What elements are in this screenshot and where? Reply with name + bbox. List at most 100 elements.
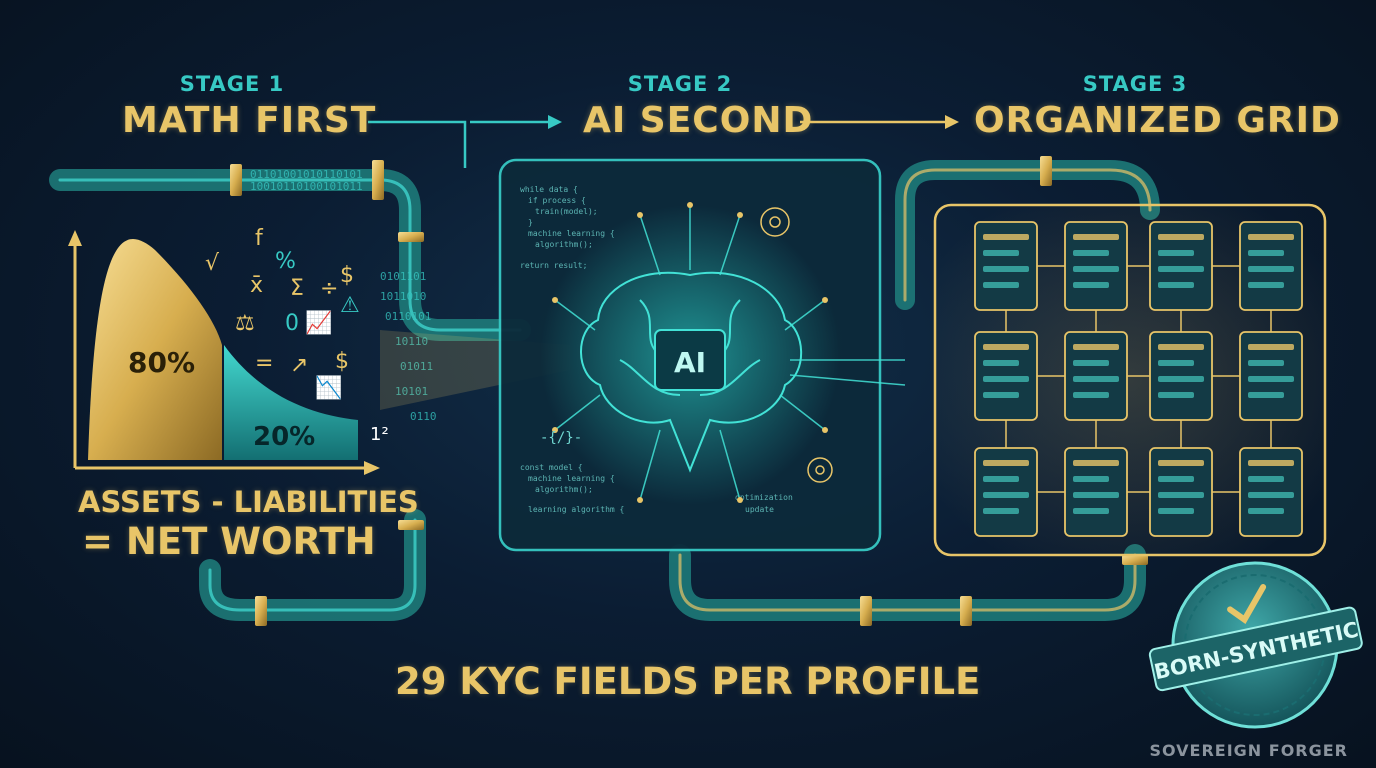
profile-field-line — [1158, 344, 1204, 350]
svg-text:10101: 10101 — [395, 385, 428, 398]
profile-field-line — [1248, 266, 1294, 272]
profile-field-line — [1073, 376, 1119, 382]
svg-text:↗: ↗ — [290, 353, 308, 378]
brand-watermark: SOVEREIGN FORGER — [1149, 741, 1348, 760]
svg-text:📈: 📈 — [305, 310, 332, 336]
svg-text:x̄: x̄ — [250, 273, 263, 298]
ai-chip-label: AI — [674, 346, 706, 379]
svg-text:0: 0 — [285, 311, 299, 336]
gear-icon — [760, 207, 833, 483]
profile-field-line — [983, 282, 1019, 288]
grid-panel — [933, 203, 1327, 557]
binary-stream: 01101001010110101 10010110100101011 0101… — [250, 168, 437, 423]
svg-text:$: $ — [340, 263, 354, 288]
equation-line-1: ASSETS - LIABILITIES — [78, 485, 419, 519]
code-bracket-icon: -{/}- — [540, 430, 582, 446]
stage-1-label: STAGE 1 — [179, 72, 285, 96]
svg-text:01011: 01011 — [400, 360, 433, 373]
profile-field-line — [983, 476, 1019, 482]
profile-field-line — [1248, 460, 1294, 466]
pipes — [49, 160, 1160, 621]
svg-text:1011010: 1011010 — [380, 290, 426, 303]
svg-text:Σ: Σ — [290, 276, 304, 301]
stage-3-title: ORGANIZED GRID — [974, 100, 1341, 141]
profile-field-line — [1158, 460, 1204, 466]
math-symbols: f % √ x̄ Σ ÷ $ ⚖ 0 📈 ⚠ = ↗ $ 📉 1² — [205, 226, 389, 445]
ai-panel: while data { if process { train(model); … — [498, 158, 906, 552]
profile-field-line — [1158, 360, 1194, 366]
svg-text:÷: ÷ — [320, 276, 338, 301]
profile-field-line — [1073, 360, 1109, 366]
svg-text:0110101: 0110101 — [385, 310, 431, 323]
profile-field-line — [1248, 250, 1284, 256]
svg-text:machine learning {: machine learning { — [528, 474, 615, 483]
profile-field-line — [1073, 344, 1119, 350]
profile-field-line — [1248, 360, 1284, 366]
profile-field-line — [1158, 266, 1204, 272]
svg-text:optimization: optimization — [735, 493, 793, 502]
svg-text:f: f — [255, 226, 264, 251]
svg-text:10110: 10110 — [395, 335, 428, 348]
svg-text:$: $ — [335, 349, 349, 374]
svg-text:10010110100101011: 10010110100101011 — [250, 180, 363, 193]
svg-text:√: √ — [205, 251, 220, 276]
profile-field-line — [983, 392, 1019, 398]
profile-field-line — [1158, 282, 1194, 288]
stage-3-label: STAGE 3 — [1082, 72, 1188, 96]
chart-left-percent: 80% — [128, 346, 196, 379]
stage-1-title: MATH FIRST — [122, 100, 377, 141]
profile-field-line — [1073, 250, 1109, 256]
profile-field-line — [983, 460, 1029, 466]
profile-field-line — [1248, 282, 1284, 288]
profile-field-line — [1073, 282, 1109, 288]
profile-field-line — [1158, 492, 1204, 498]
chart-right-percent: 20% — [253, 422, 316, 452]
profile-field-line — [983, 376, 1029, 382]
profile-field-line — [1073, 508, 1109, 514]
profile-field-line — [1073, 266, 1119, 272]
profile-field-line — [983, 492, 1029, 498]
svg-text:if process {: if process { — [528, 196, 586, 205]
svg-text:}: } — [528, 218, 533, 227]
profile-field-line — [1073, 234, 1119, 240]
profile-field-line — [1248, 234, 1294, 240]
svg-text:machine learning {: machine learning { — [528, 229, 615, 238]
svg-text:algorithm();: algorithm(); — [535, 485, 593, 494]
svg-text:%: % — [275, 249, 296, 274]
profile-field-line — [1158, 392, 1194, 398]
gold-area — [88, 239, 222, 460]
svg-text:0101101: 0101101 — [380, 270, 426, 283]
distribution-chart — [68, 230, 380, 475]
profile-field-line — [983, 508, 1019, 514]
profile-field-line — [1073, 392, 1109, 398]
profile-field-line — [1073, 460, 1119, 466]
profile-field-line — [1248, 344, 1294, 350]
svg-text:📉: 📉 — [315, 375, 342, 401]
teal-area — [224, 345, 358, 460]
profile-field-line — [1158, 250, 1194, 256]
profile-field-line — [1073, 476, 1109, 482]
profile-field-line — [1248, 392, 1284, 398]
kyc-fields-caption: 29 KYC FIELDS PER PROFILE — [395, 660, 981, 703]
profile-field-line — [1158, 508, 1194, 514]
svg-text:0110: 0110 — [410, 410, 437, 423]
profile-field-line — [1158, 234, 1204, 240]
svg-text:algorithm();: algorithm(); — [535, 240, 593, 249]
equation-line-2: = NET WORTH — [82, 520, 376, 563]
profile-field-line — [983, 360, 1019, 366]
stage-arrows — [368, 115, 959, 168]
profile-field-line — [1248, 376, 1294, 382]
svg-text:update: update — [745, 505, 774, 514]
svg-text:const model {: const model { — [520, 463, 583, 472]
profile-field-line — [983, 266, 1029, 272]
svg-text:learning algorithm {: learning algorithm { — [528, 505, 624, 514]
born-synthetic-stamp: BORN-SYNTHETIC — [1148, 561, 1363, 729]
profile-field-line — [1248, 508, 1284, 514]
profile-field-line — [983, 344, 1029, 350]
svg-text:⚖: ⚖ — [235, 311, 255, 336]
profile-field-line — [983, 234, 1029, 240]
svg-text:train(model);: train(model); — [535, 207, 598, 216]
svg-text:1²: 1² — [370, 424, 389, 445]
checkmark-icon — [1227, 584, 1267, 624]
